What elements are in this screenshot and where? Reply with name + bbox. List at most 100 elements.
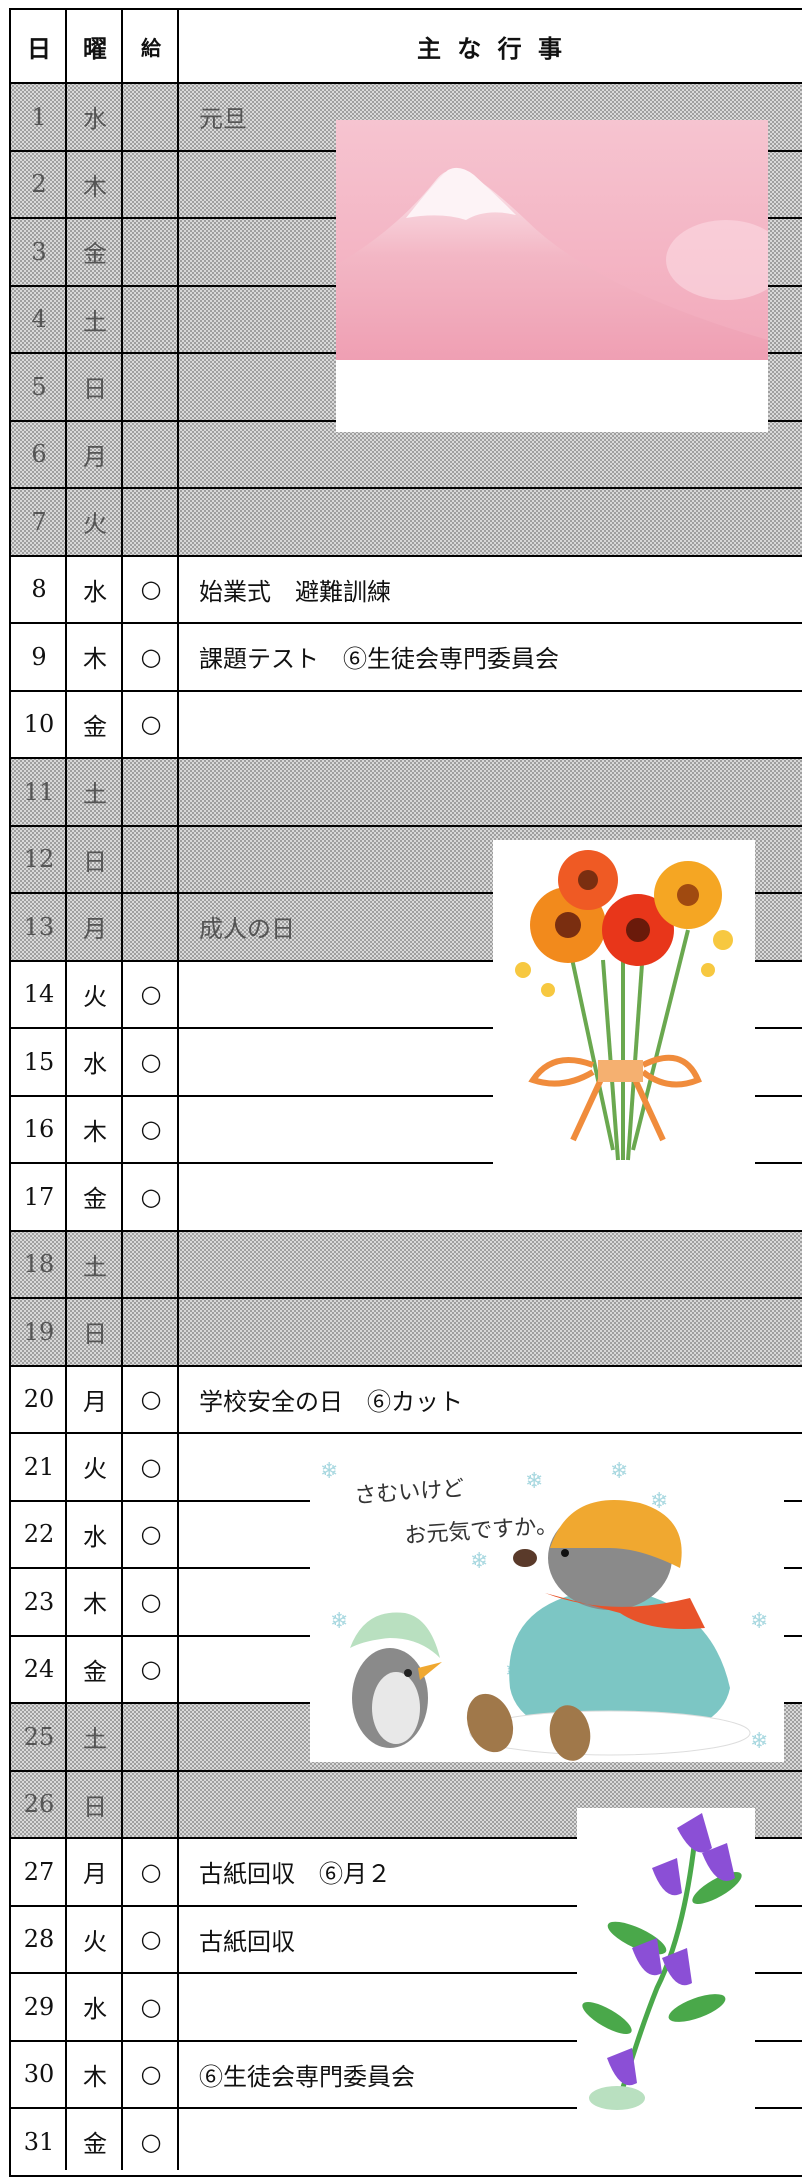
- day-number: 29: [23, 1992, 55, 2021]
- lunch-mark: [123, 287, 179, 353]
- winter-greeting-illustration: ❄❄❄ ❄❄❄ ❄❄❄ さむいけど お元気ですか。: [310, 1448, 784, 1762]
- calendar-row: 15 水 ○: [9, 1029, 802, 1097]
- header-day: 日: [27, 34, 51, 63]
- weekday: 水: [83, 1050, 107, 1079]
- weekday: 火: [83, 1927, 107, 1956]
- svg-text:❄: ❄: [525, 1469, 543, 1494]
- lunch-mark: [123, 827, 179, 893]
- lunch-mark: [123, 84, 179, 150]
- weekday: 金: [83, 1185, 107, 1214]
- lunch-mark: ○: [140, 1520, 162, 1549]
- weekday: 金: [83, 1657, 107, 1686]
- svg-text:❄: ❄: [650, 1489, 668, 1514]
- day-number: 3: [31, 237, 47, 266]
- calendar-row: 19 日: [9, 1299, 802, 1367]
- lunch-mark: ○: [140, 1587, 162, 1616]
- weekday: 土: [83, 780, 107, 809]
- lunch-mark: [123, 759, 179, 825]
- calendar-row: 11 土: [9, 759, 802, 827]
- lunch-mark: [123, 1232, 179, 1298]
- event-text: 元旦: [199, 105, 247, 134]
- event-text: [179, 489, 802, 555]
- svg-text:❄: ❄: [750, 1729, 768, 1754]
- weekday: 木: [83, 172, 107, 201]
- day-number: 27: [23, 1857, 55, 1886]
- lunch-mark: ○: [140, 710, 162, 739]
- event-text: 古紙回収 ⑥月２: [199, 1860, 391, 1889]
- lunch-mark: ○: [140, 1047, 162, 1076]
- calendar-row: 10 金 ○: [9, 691, 802, 759]
- lunch-mark: [123, 489, 179, 555]
- weekday: 月: [83, 1860, 107, 1889]
- lunch-mark: [123, 1704, 179, 1770]
- weekday: 土: [83, 307, 107, 336]
- day-number: 19: [23, 1317, 55, 1346]
- weekday: 水: [83, 1995, 107, 2024]
- lunch-mark: ○: [140, 1655, 162, 1684]
- weekday: 火: [83, 1455, 107, 1484]
- svg-text:❄: ❄: [750, 1609, 768, 1634]
- day-number: 7: [31, 507, 47, 536]
- lunch-mark: [123, 219, 179, 285]
- header-events: 主 な 行 事: [416, 34, 567, 63]
- weekday: 金: [83, 240, 107, 269]
- lunch-mark: [123, 422, 179, 488]
- day-number: 26: [23, 1790, 55, 1819]
- column-divider: [65, 8, 67, 2170]
- day-number: 16: [23, 1115, 55, 1144]
- weekday: 日: [83, 1792, 107, 1821]
- weekday: 土: [83, 1725, 107, 1754]
- event-text: [179, 1299, 802, 1365]
- weekday: 月: [83, 1387, 107, 1416]
- lunch-mark: ○: [140, 2060, 162, 2089]
- weekday: 日: [83, 1320, 107, 1349]
- day-number: 23: [23, 1587, 55, 1616]
- lunch-mark: ○: [140, 1115, 162, 1144]
- day-number: 15: [23, 1047, 55, 1076]
- weekday: 水: [83, 577, 107, 606]
- day-number: 20: [23, 1385, 55, 1414]
- weekday: 火: [83, 510, 107, 539]
- event-text: 古紙回収: [199, 1927, 295, 1956]
- day-number: 9: [31, 642, 47, 671]
- day-number: 14: [23, 980, 55, 1009]
- event-text: [179, 2109, 802, 2175]
- day-number: 6: [31, 440, 47, 469]
- weekday: 土: [83, 1252, 107, 1281]
- weekday: 日: [83, 847, 107, 876]
- lunch-mark: [123, 1299, 179, 1365]
- lunch-mark: [123, 354, 179, 420]
- event-text: [179, 759, 802, 825]
- day-number: 31: [23, 2127, 55, 2156]
- weekday: 日: [83, 375, 107, 404]
- lunch-mark: ○: [140, 1385, 162, 1414]
- weekday: 木: [83, 645, 107, 674]
- weekday: 木: [83, 2062, 107, 2091]
- day-number: 10: [23, 710, 55, 739]
- weekday: 火: [83, 982, 107, 1011]
- day-number: 25: [23, 1722, 55, 1751]
- day-number: 11: [23, 777, 55, 806]
- event-text: 学校安全の日 ⑥カット: [199, 1387, 463, 1416]
- day-number: 8: [31, 575, 47, 604]
- lunch-mark: [123, 894, 179, 960]
- column-divider: [121, 8, 123, 2170]
- lunch-mark: ○: [140, 2127, 162, 2156]
- lunch-mark: ○: [140, 1857, 162, 1886]
- svg-text:❄: ❄: [470, 1549, 488, 1574]
- weekday: 金: [83, 712, 107, 741]
- lunch-mark: ○: [140, 575, 162, 604]
- bellflower-illustration: [577, 1808, 755, 2118]
